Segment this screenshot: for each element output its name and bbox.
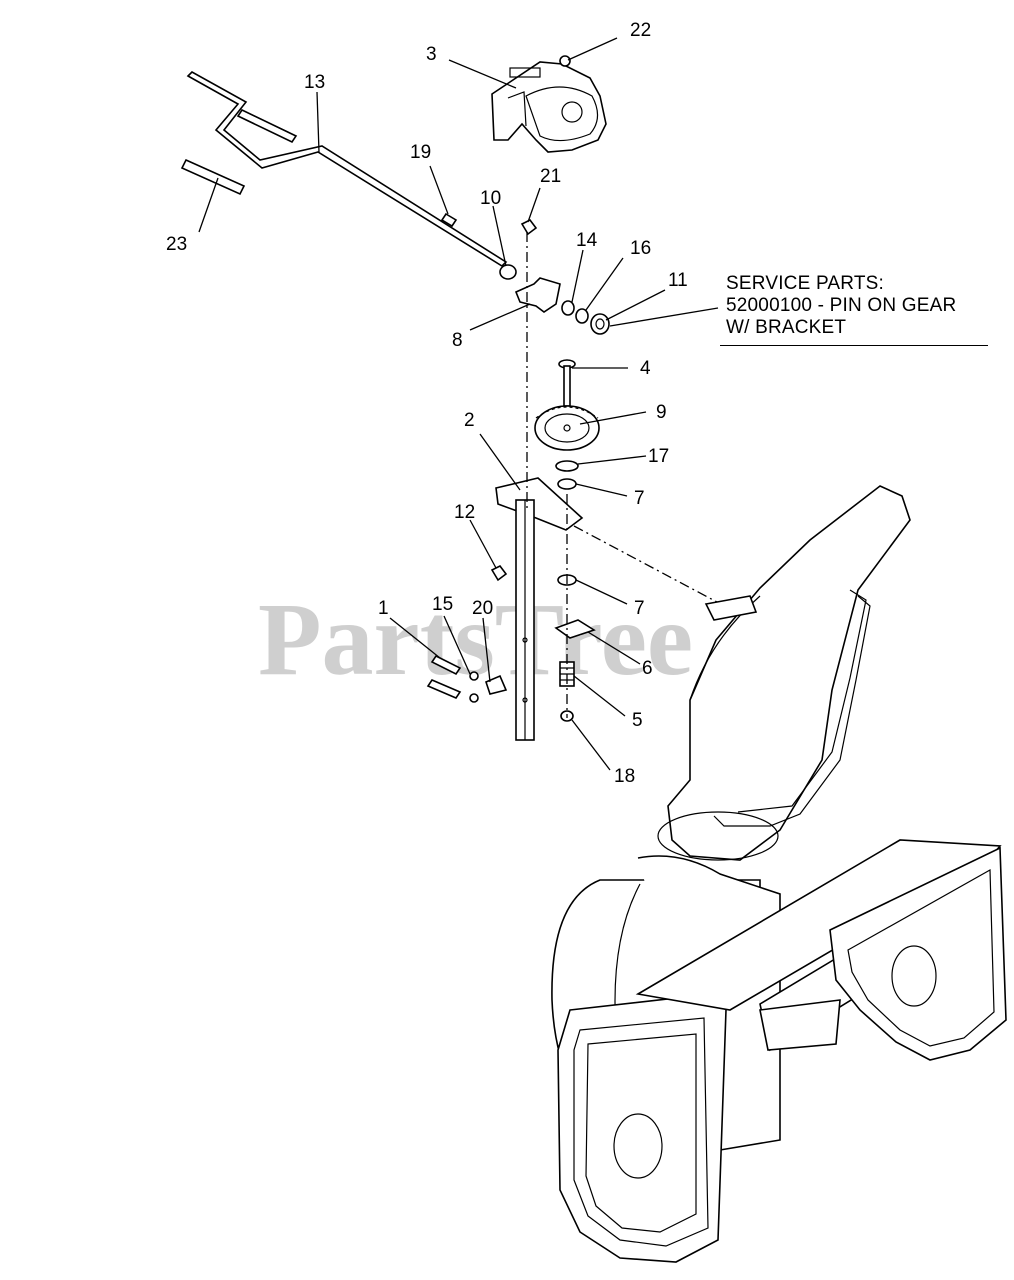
- callout-5: 5: [632, 710, 643, 731]
- callout-23: 23: [166, 234, 187, 255]
- callout-8: 8: [452, 330, 463, 351]
- callout-6: 6: [642, 658, 653, 679]
- callout-18: 18: [614, 766, 635, 787]
- callout-1: 1: [378, 598, 389, 619]
- callout-9: 9: [656, 402, 667, 423]
- washer-16: [575, 308, 589, 324]
- service-note-line-1: SERVICE PARTS:: [726, 273, 885, 294]
- service-parts-note: SERVICE PARTS: 52000100 - PIN ON GEAR W/…: [726, 273, 956, 339]
- callout-3: 3: [426, 44, 437, 65]
- support-bracket-2: [495, 477, 584, 741]
- crank-rod: [186, 71, 508, 268]
- auger-housing: [551, 839, 1007, 1263]
- callout-4: 4: [640, 358, 651, 379]
- grip-23: [180, 158, 246, 196]
- washer-15b: [469, 693, 479, 703]
- washer-17: [555, 460, 579, 472]
- plate-6: [554, 619, 596, 639]
- nut-12: [490, 564, 508, 582]
- callout-7-upper: 7: [634, 488, 645, 509]
- callout-19: 19: [410, 142, 431, 163]
- callout-numbers: 1 2 3 4 5 6 7 7 8 9 10 11 12 13 14 15 16…: [166, 20, 688, 787]
- nut-22: [559, 55, 571, 67]
- clip-19: [440, 212, 458, 228]
- washer-7-upper: [557, 478, 577, 490]
- bushing-10: [499, 264, 517, 280]
- washer-14: [561, 300, 575, 316]
- pin-4: [558, 359, 576, 407]
- callout-14: 14: [576, 230, 598, 251]
- bevel-gear-9: [534, 405, 600, 451]
- mounting-line: [573, 525, 733, 611]
- chute-control-head: [491, 61, 607, 153]
- bracket-8: [514, 277, 561, 313]
- callout-17: 17: [648, 446, 669, 467]
- service-note-line-2: 52000100 - PIN ON GEAR: [726, 295, 957, 316]
- clip-20: [485, 674, 508, 695]
- callout-22: 22: [630, 20, 651, 41]
- discharge-chute: [657, 485, 911, 861]
- service-note-underline: [720, 345, 988, 346]
- callout-7-lower: 7: [634, 598, 645, 619]
- service-note-line-3: W/ BRACKET: [726, 317, 847, 338]
- callout-10: 10: [480, 188, 501, 209]
- pinion-gear-11: [590, 313, 610, 335]
- callout-12: 12: [454, 502, 475, 523]
- washer-15: [469, 671, 479, 681]
- callout-11: 11: [668, 270, 688, 291]
- callout-21: 21: [540, 166, 561, 187]
- callout-20: 20: [472, 598, 493, 619]
- leader-lines: [198, 37, 719, 771]
- callout-16: 16: [630, 238, 651, 259]
- screw-21: [520, 218, 538, 236]
- bolts-1: [426, 654, 462, 699]
- callout-15: 15: [432, 594, 453, 615]
- callout-2: 2: [464, 410, 475, 431]
- callout-13: 13: [304, 72, 325, 93]
